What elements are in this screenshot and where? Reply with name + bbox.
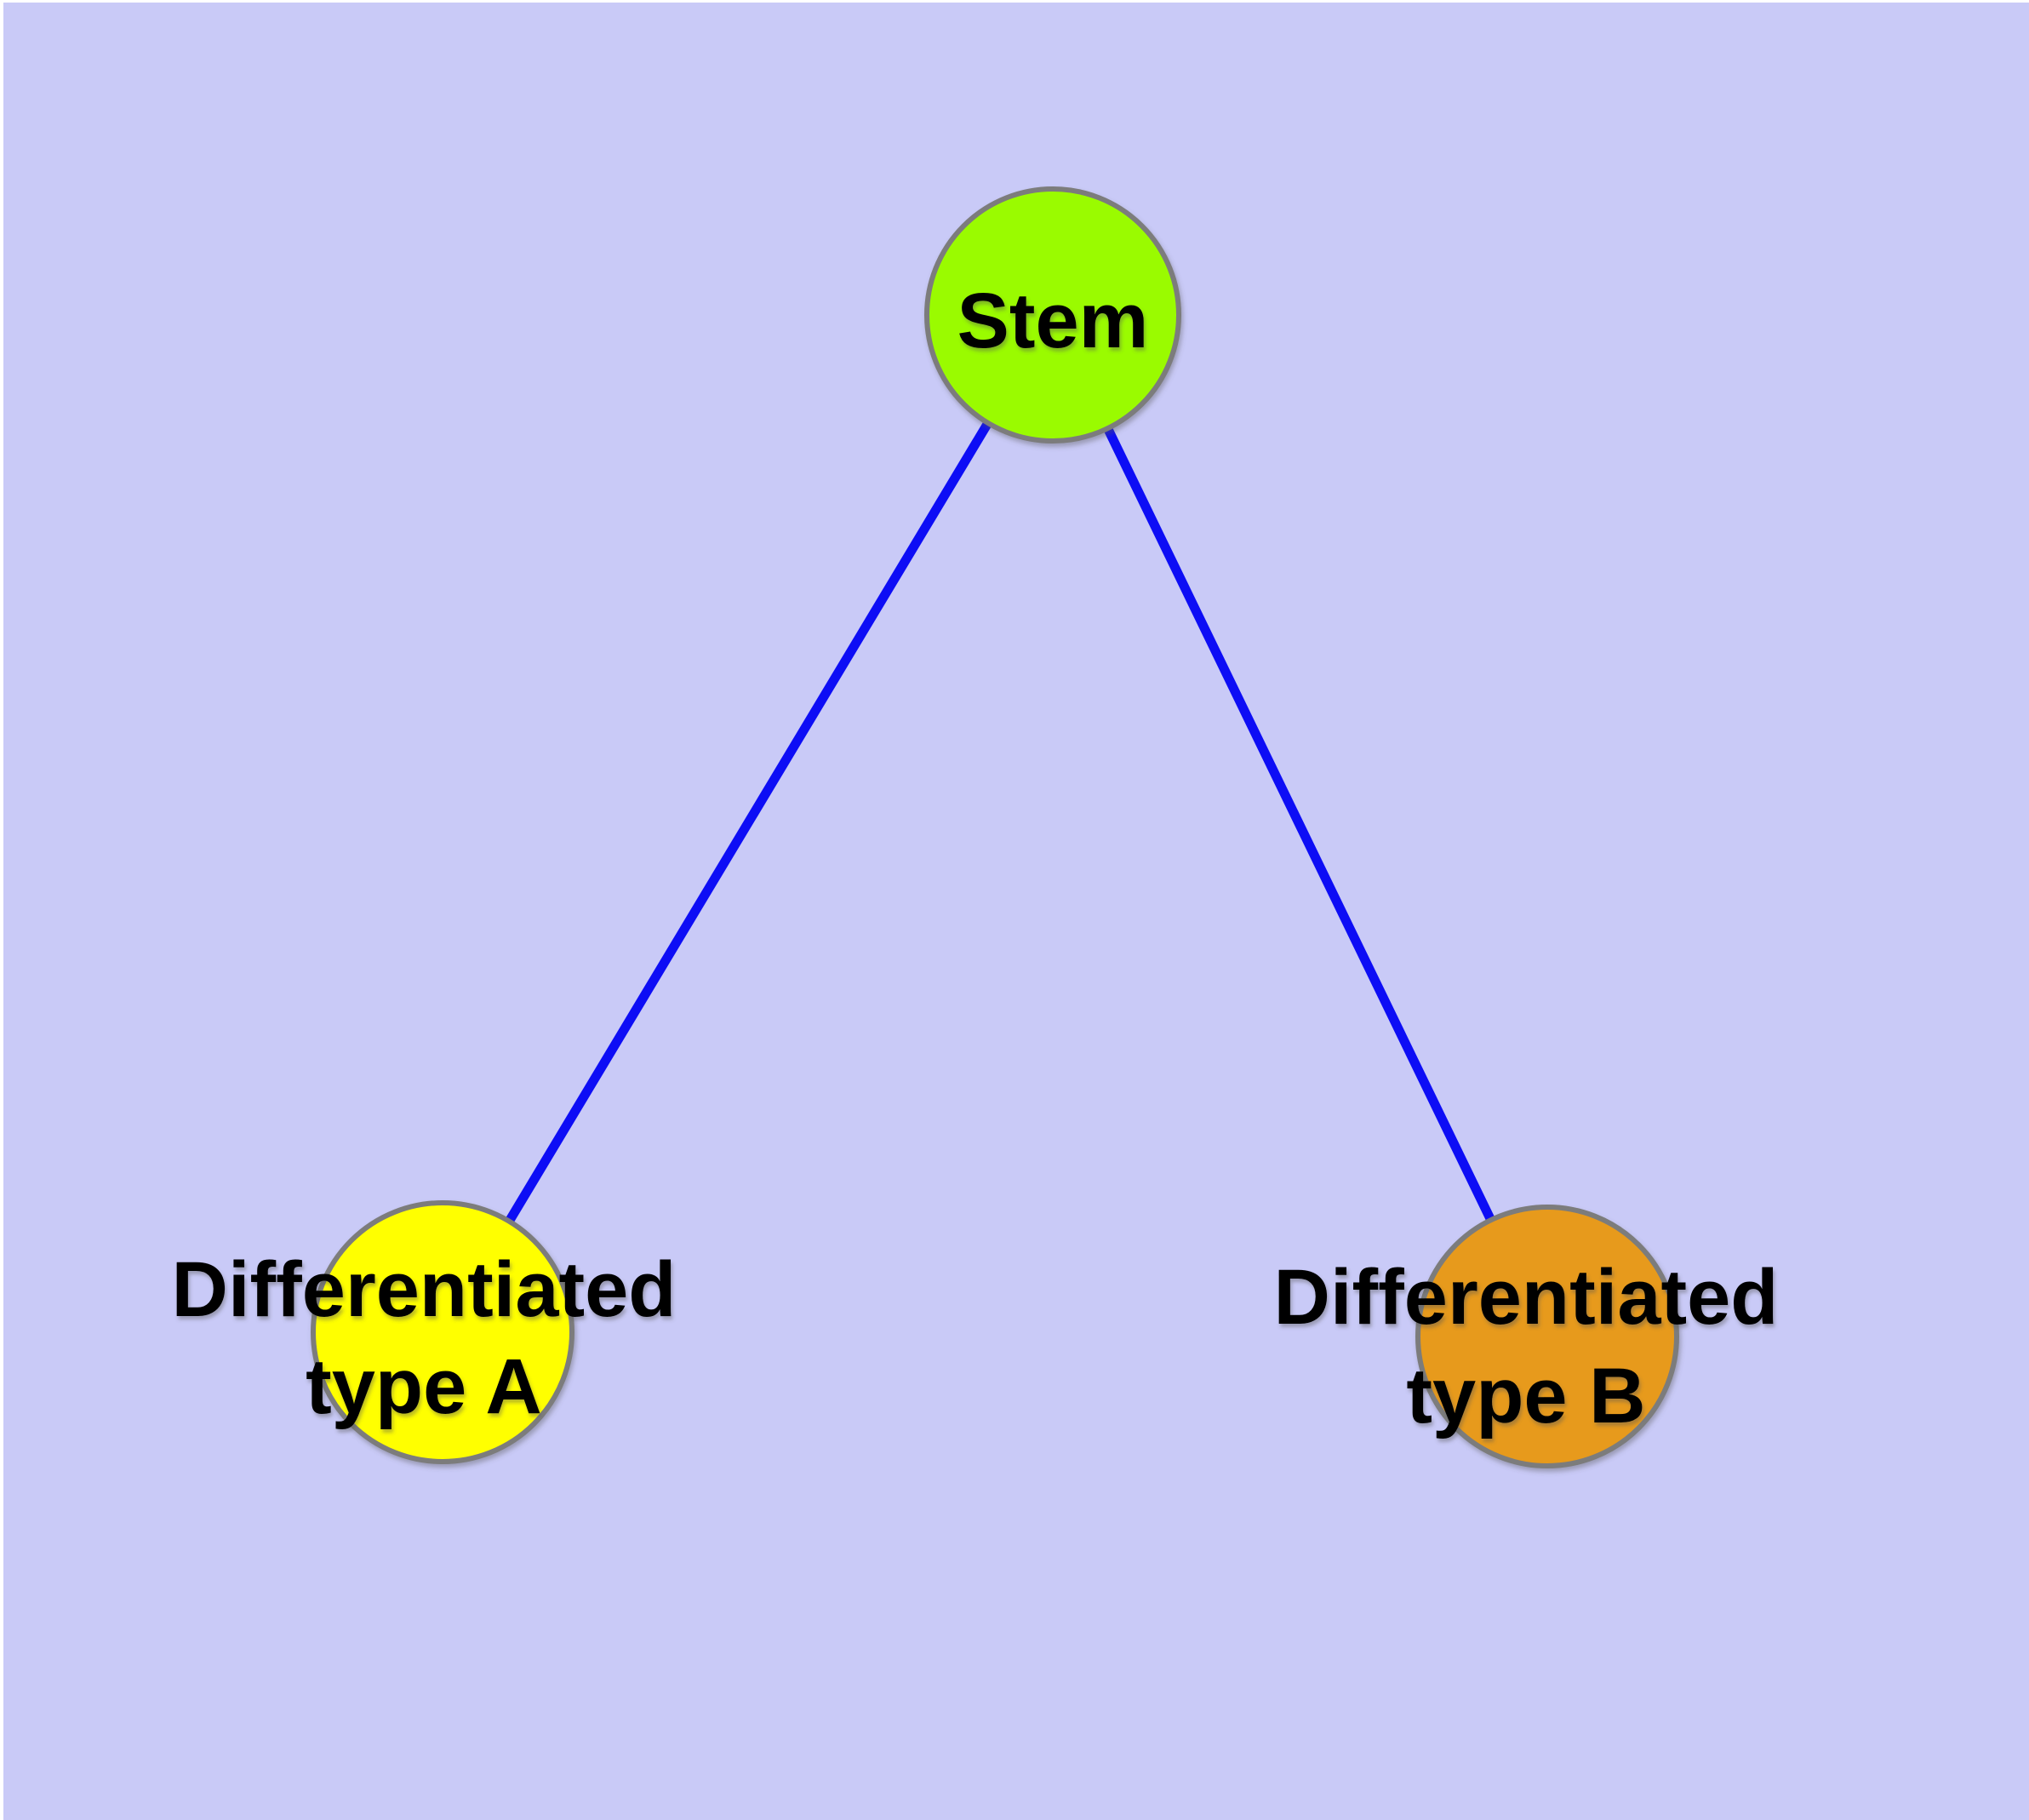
node-type-b-circle — [1415, 1205, 1679, 1468]
node-type-a-label: Differentiated type A — [172, 1246, 677, 1430]
node-stem-circle — [924, 186, 1181, 444]
edge-stem-type-a — [438, 312, 1057, 1335]
node-stem-label: Stem — [957, 278, 1149, 364]
node-label-line: Stem — [957, 278, 1149, 364]
edge-stem-type-b — [1049, 312, 1552, 1339]
node-label-line: Differentiated — [172, 1246, 677, 1333]
node-label-line: Differentiated — [1274, 1254, 1779, 1341]
node-stem: Stem — [924, 186, 1181, 444]
node-type-a-circle — [311, 1200, 574, 1464]
edges-layer — [438, 312, 1552, 1339]
node-type-b: Differentiated type B — [1274, 1205, 1779, 1468]
node-type-b-label: Differentiated type B — [1274, 1254, 1779, 1439]
node-type-a: Differentiated type A — [172, 1200, 677, 1464]
node-label-line: type A — [306, 1343, 542, 1430]
node-label-line: type B — [1406, 1353, 1645, 1439]
